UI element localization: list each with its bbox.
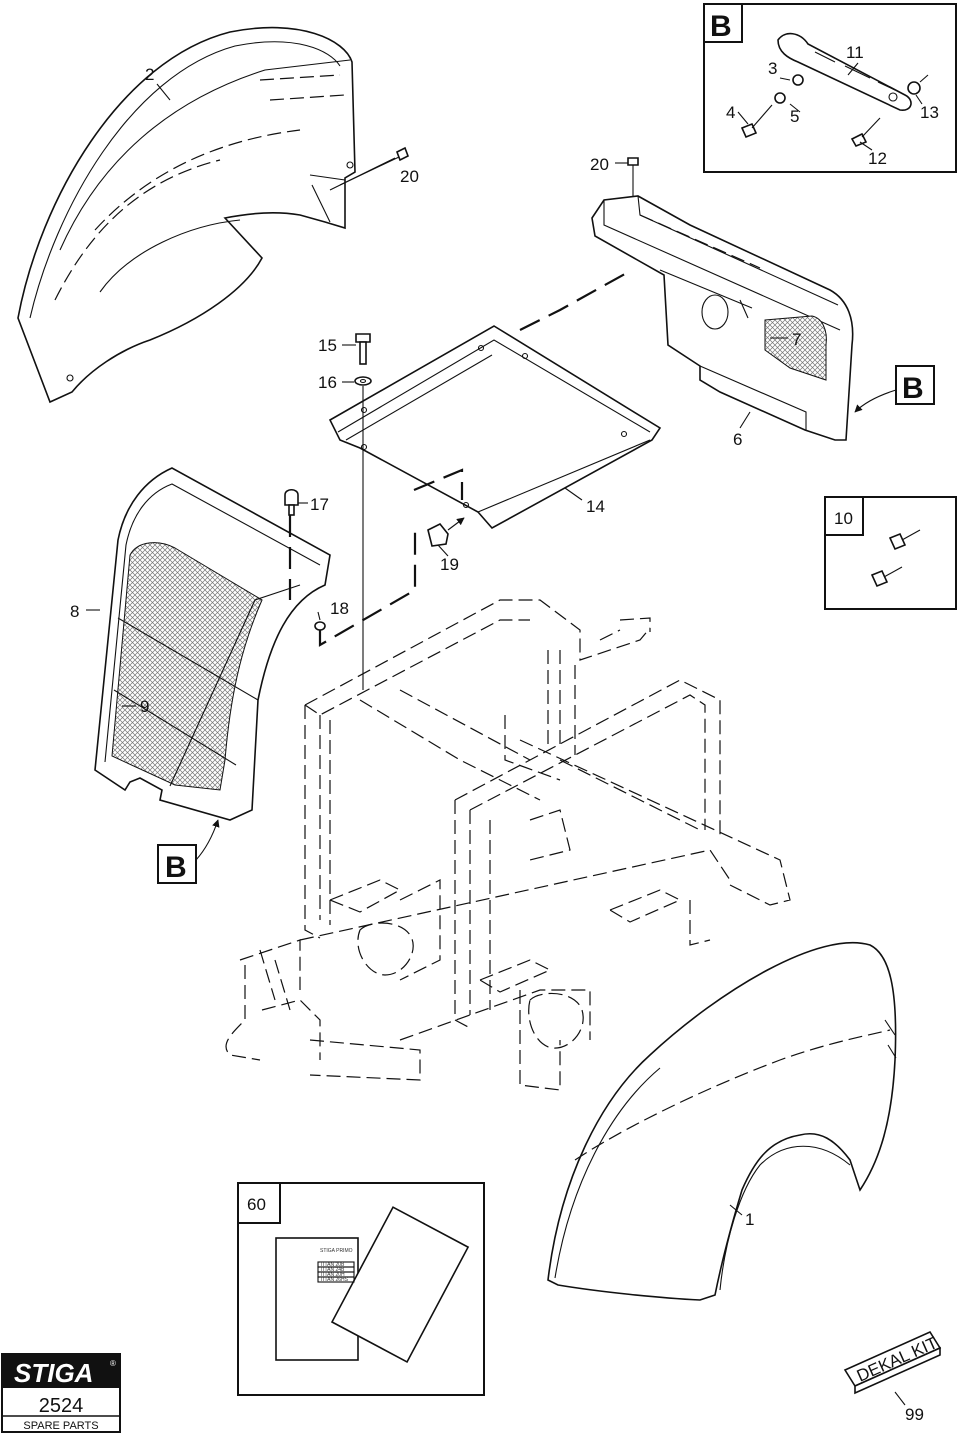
detail-mark-b-left: B <box>165 851 187 884</box>
callout-20-left: 20 <box>400 167 419 186</box>
callout-9: 9 <box>140 697 149 716</box>
callout-17: 17 <box>310 495 329 514</box>
callout-19: 19 <box>440 555 459 574</box>
front-fender-part-1 <box>547 941 897 1301</box>
spare-parts-caption: SPARE PARTS <box>23 1420 98 1432</box>
callout-7: 7 <box>792 330 801 349</box>
floor-plate-part-14 <box>328 269 662 530</box>
callout-2: 2 <box>145 65 154 84</box>
callout-99: 99 <box>905 1405 924 1424</box>
rear-panel-part-6 <box>591 195 854 441</box>
callout-14: 14 <box>586 497 605 516</box>
callout-20-right: 20 <box>590 155 609 174</box>
stiga-brand-block: STIGA ® 2524 SPARE PARTS <box>1 1353 121 1433</box>
front-grille-part-8 <box>94 467 331 821</box>
clip-part-19 <box>427 517 465 547</box>
detail-b-inset <box>703 3 957 173</box>
svg-text:STIGA PRIMO: STIGA PRIMO <box>320 1248 353 1254</box>
callout-8: 8 <box>70 602 79 621</box>
callout-10: 10 <box>834 509 853 528</box>
rivets-box-part-10 <box>824 496 957 610</box>
detail-b-title: B <box>710 10 732 43</box>
callout-16: 16 <box>318 373 337 392</box>
rear-fender-part-2 <box>17 26 356 404</box>
manuals-box-part-60: STIGA PRIMO TITAN 20B TITAN 24B TITAN 20… <box>237 1182 485 1396</box>
chassis-frame <box>225 599 791 1091</box>
detail-mark-b-right: B <box>902 372 924 405</box>
callout-13: 13 <box>920 103 939 122</box>
callout-12: 12 <box>868 149 887 168</box>
svg-text:TITAN 20B: TITAN 20B <box>320 1262 345 1268</box>
svg-text:TITAN 26HS: TITAN 26HS <box>320 1277 349 1283</box>
callout-6: 6 <box>733 430 742 449</box>
callout-5: 5 <box>790 107 799 126</box>
stiga-logo: STIGA <box>14 1358 93 1388</box>
callout-18: 18 <box>330 599 349 618</box>
callout-1: 1 <box>745 1210 754 1229</box>
decal-kit-part-99: DEKAL KIT <box>843 1330 942 1395</box>
callout-4: 4 <box>726 103 735 122</box>
callout-60: 60 <box>247 1195 266 1214</box>
bolt-part-15 <box>355 333 371 365</box>
washer-part-18 <box>314 621 326 631</box>
svg-text:®: ® <box>110 1359 116 1368</box>
callout-3: 3 <box>768 59 777 78</box>
svg-text:TITAN 20H: TITAN 20H <box>320 1272 345 1278</box>
callout-15: 15 <box>318 336 337 355</box>
svg-text:TITAN 24B: TITAN 24B <box>320 1267 345 1273</box>
catalogue-code: 2524 <box>39 1395 84 1417</box>
bolt-part-20-left <box>329 146 410 191</box>
bolt-part-17 <box>284 488 299 516</box>
washer-part-16 <box>354 376 372 386</box>
callout-11: 11 <box>846 43 864 62</box>
